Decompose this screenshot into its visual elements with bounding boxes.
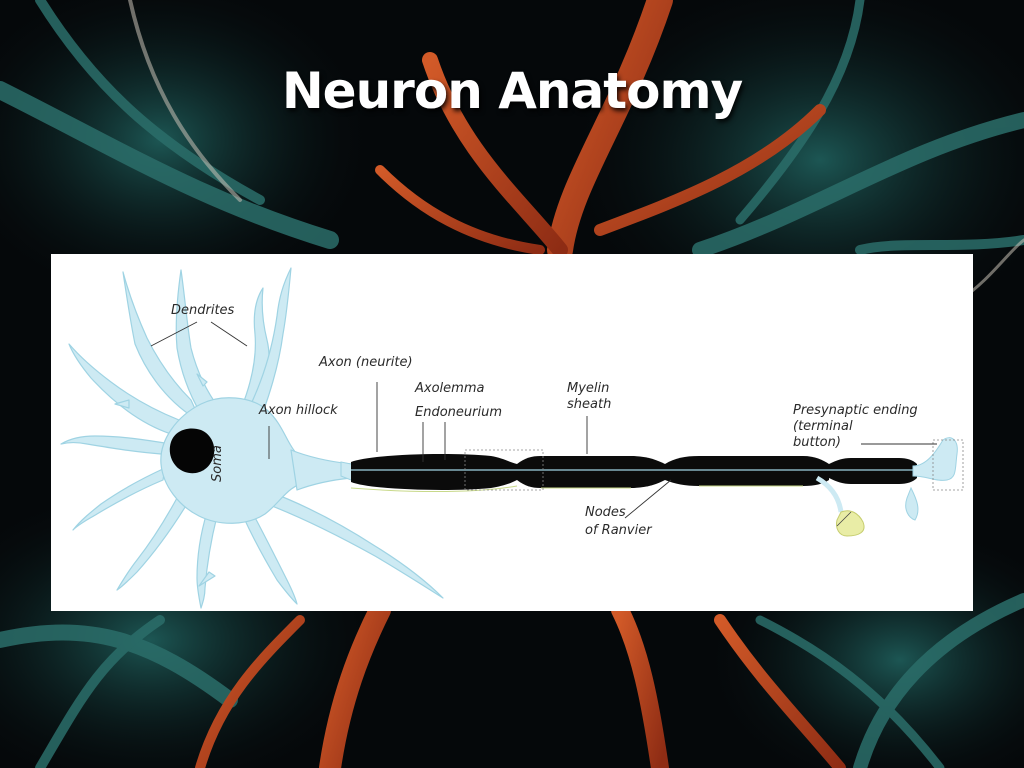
neuron-diagram-panel: Dendrites Soma Axon hillock Axon (neurit… [51, 254, 973, 611]
label-nodes-1: Nodes [585, 505, 626, 520]
label-axon-neurite: Axon (neurite) [318, 355, 413, 370]
presynaptic-terminal [815, 437, 964, 537]
label-axon-hillock: Axon hillock [258, 403, 338, 418]
leader-lines [150, 321, 937, 519]
label-soma: Soma [210, 445, 225, 482]
label-presynaptic-2: (terminal [793, 419, 853, 434]
label-dendrites: Dendrites [171, 303, 235, 318]
label-nodes-2: of Ranvier [585, 523, 653, 538]
slide-title: Neuron Anatomy [281, 62, 743, 120]
label-axolemma: Axolemma [414, 381, 484, 396]
nucleus [169, 428, 215, 474]
label-myelin-sheath-1: Myelin [567, 381, 609, 396]
label-presynaptic-3: button) [793, 435, 841, 450]
neuron-cell-body [60, 267, 444, 609]
label-myelin-sheath-2: sheath [567, 397, 611, 412]
label-endoneurium: Endoneurium [415, 405, 502, 420]
axon [340, 449, 918, 493]
label-presynaptic-1: Presynaptic ending [793, 403, 918, 418]
neuron-diagram: Dendrites Soma Axon hillock Axon (neurit… [60, 267, 964, 609]
